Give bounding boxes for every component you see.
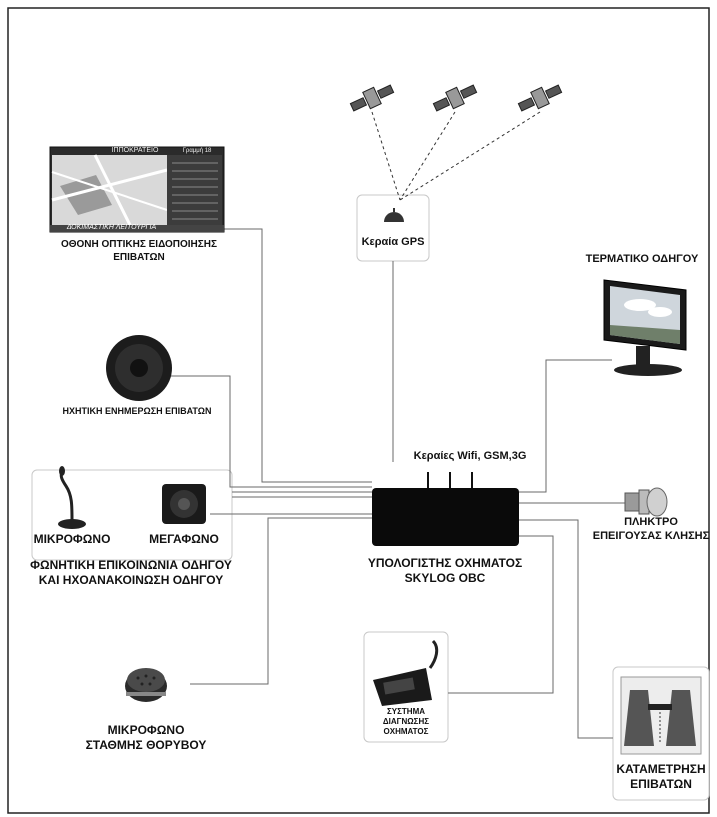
line-display bbox=[224, 228, 372, 483]
emergency-button-icon bbox=[624, 487, 668, 517]
diagnostics-label-line2: ΔΙΑΓΝΩΣΗΣ bbox=[382, 717, 430, 726]
emergency-button-label-line1: ΠΛΗΚΤΡΟ bbox=[624, 516, 678, 528]
screen-title: ΙΠΠΟΚΡΑΤΕΙΟ bbox=[111, 147, 159, 154]
passenger-counter-icon bbox=[620, 676, 702, 755]
diagram-frame bbox=[7, 7, 710, 814]
computer-label-line1: ΥΠΟΛΟΓΙΣΤΗΣ ΟΧΗΜΑΤΟΣ bbox=[367, 556, 523, 570]
satellite-icon-2 bbox=[432, 84, 478, 112]
noise-microphone-icon bbox=[125, 668, 167, 702]
line-audio bbox=[170, 375, 372, 488]
passenger-display-icon bbox=[49, 146, 225, 233]
screen-line: Γραμμή 18 bbox=[182, 148, 212, 154]
connection-lines bbox=[170, 228, 625, 739]
gps-panel bbox=[356, 194, 430, 262]
emergency-button-label-line2: ΕΠΕΙΓΟΥΣΑΣ ΚΛΗΣΗΣ bbox=[592, 529, 710, 542]
gps-antenna-icon bbox=[384, 208, 404, 222]
diagnostics-label-line1: ΣΥΣΤΗΜΑ bbox=[386, 707, 426, 716]
monitor-icon bbox=[603, 279, 687, 376]
noise-mic-label: ΜΙΚΡΟΦΩΝΟ ΣΤΑΘΜΗΣ ΘΟΡΥΒΟΥ bbox=[80, 723, 212, 753]
passenger-counting-label-line1: ΚΑΤΑΜΕΤΡΗΣΗ bbox=[616, 762, 706, 776]
diagnostics-label-line3: ΟΧΗΜΑΤΟΣ bbox=[383, 727, 429, 736]
noise-mic-label-line2: ΣΤΑΘΜΗΣ ΘΟΡΥΒΟΥ bbox=[85, 738, 207, 752]
voice-comm-label: ΦΩΝΗΤΙΚΗ ΕΠΙΚΟΙΝΩΝΙΑ ΟΔΗΓΟΥ ΚΑΙ ΗΧΟΑΝΑΚΟ… bbox=[15, 558, 247, 588]
voice-comm-label-line2: ΚΑΙ ΗΧΟΑΝΑΚΟΙΝΩΣΗ ΟΔΗΓΟΥ bbox=[38, 573, 224, 587]
screen-footer: ΔΟΚΙΜΑΣΤΙΚΗ ΛΕΙΤΟΥΡΓΙΑ bbox=[66, 224, 157, 231]
obd-connector-icon bbox=[373, 639, 439, 706]
voice-comm-label-line1: ΦΩΝΗΤΙΚΗ ΕΠΙΚΟΙΝΩΝΙΑ ΟΔΗΓΟΥ bbox=[30, 558, 232, 572]
audio-announcement-label: ΗΧΗΤΙΚΗ ΕΝΗΜΕΡΩΣΗ ΕΠΙΒΑΤΩΝ bbox=[62, 406, 212, 416]
passenger-display-label-line2: ΕΠΙΒΑΤΩΝ bbox=[113, 251, 165, 263]
passenger-counting-label: ΚΑΤΑΜΕΤΡΗΣΗ ΕΠΙΒΑΤΩΝ bbox=[613, 762, 709, 792]
passenger-display-label: ΟΘΟΝΗ ΟΠΤΙΚΗΣ ΕΙΔΟΠΟΙΗΣΗΣ ΕΠΙΒΑΤΩΝ bbox=[55, 239, 223, 264]
passenger-display-label-line1: ΟΘΟΝΗ ΟΠΤΙΚΗΣ ΕΙΔΟΠΟΙΗΣΗΣ bbox=[60, 239, 218, 250]
microphone-label: ΜΙΚΡΟΦΩΝΟ bbox=[33, 532, 111, 546]
computer-icon bbox=[372, 488, 519, 546]
computer-label: ΥΠΟΛΟΓΙΣΤΗΣ ΟΧΗΜΑΤΟΣ SKYLOG OBC bbox=[350, 556, 540, 586]
megaphone-label: ΜΕΓΑΦΩΝΟ bbox=[149, 532, 219, 546]
driver-terminal-label: ΤΕΡΜΑΤΙΚΟ ΟΔΗΓΟΥ bbox=[585, 253, 699, 265]
megaphone-icon bbox=[162, 484, 206, 524]
passenger-counting-label-line2: ΕΠΙΒΑΤΩΝ bbox=[630, 777, 692, 791]
speaker-icon bbox=[106, 335, 172, 401]
antennas-label: Κεραίες Wifi, GSM,3G bbox=[413, 450, 527, 462]
gps-signal-lines bbox=[371, 111, 541, 201]
computer-label-line2: SKYLOG OBC bbox=[404, 571, 486, 585]
diagnostics-label: ΣΥΣΤΗΜΑ ΔΙΑΓΝΩΣΗΣ ΟΧΗΜΑΤΟΣ bbox=[366, 707, 446, 737]
line-diagnostics bbox=[448, 535, 554, 694]
line-counting bbox=[519, 519, 613, 739]
satellite-icon-3 bbox=[517, 84, 563, 112]
satellite-icon-1 bbox=[349, 84, 395, 112]
microphone-icon bbox=[58, 466, 86, 529]
line-noise bbox=[190, 517, 372, 685]
gps-antenna-label: Κεραία GPS bbox=[361, 236, 425, 248]
noise-mic-label-line1: ΜΙΚΡΟΦΩΝΟ bbox=[107, 723, 185, 737]
emergency-button-label: ΠΛΗΚΤΡΟ ΕΠΕΙΓΟΥΣΑΣ ΚΛΗΣΗΣ bbox=[588, 516, 714, 544]
line-terminal bbox=[519, 359, 612, 493]
